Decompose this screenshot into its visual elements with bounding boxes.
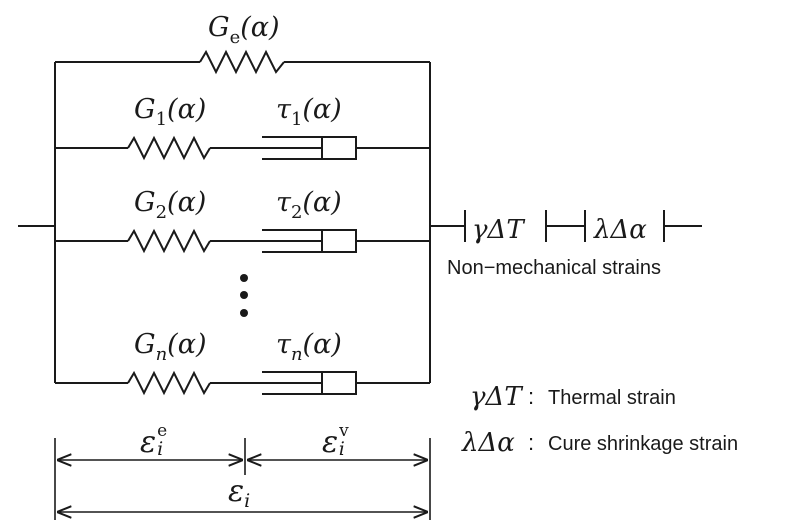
- maxwell-branch-n: Gn(α) τn(α): [55, 329, 430, 396]
- label-taun: τn(α): [276, 329, 342, 365]
- model-frame: [18, 62, 465, 383]
- label-g2: G2(α): [134, 187, 206, 223]
- term-cure: λΔα: [593, 215, 647, 245]
- legend: γΔT : Thermal strain λΔα : Cure shrinkag…: [461, 382, 738, 458]
- svg-text::: :: [528, 430, 534, 455]
- non-mechanical-label: Non−mechanical strains: [447, 257, 661, 279]
- svg-text:Cure shrinkage strain: Cure shrinkage strain: [548, 433, 738, 455]
- legend-item-thermal: γΔT : Thermal strain: [470, 382, 676, 412]
- label-tau1: τ1(α): [276, 94, 342, 130]
- maxwell-branch-1: G1(α) τ1(α): [55, 94, 430, 161]
- label-total-strain: εi: [228, 474, 250, 512]
- label-tau2: τ2(α): [276, 187, 342, 223]
- svg-text:λΔα: λΔα: [461, 428, 515, 458]
- maxwell-branch-2: G2(α) τ2(α): [55, 187, 430, 254]
- ellipsis-dots: [240, 274, 248, 317]
- non-mechanical-strains: γΔT λΔα Non−mechanical strains: [447, 210, 702, 279]
- dashpot-tau1: [262, 136, 357, 160]
- term-thermal: γΔT: [472, 215, 525, 245]
- svg-text::: :: [528, 384, 534, 409]
- label-g1: G1(α): [134, 94, 206, 130]
- spring-g1: [127, 135, 211, 161]
- legend-item-cure: λΔα : Cure shrinkage strain: [461, 428, 738, 458]
- spring-gn: [127, 370, 211, 396]
- label-gn: Gn(α): [134, 329, 206, 365]
- spring-g2: [127, 228, 211, 254]
- dashpot-taun: [262, 371, 357, 395]
- svg-text:γΔT: γΔT: [470, 382, 523, 412]
- spring-ge: [199, 49, 285, 75]
- label-ge: Ge(α): [208, 12, 280, 48]
- equilibrium-branch: Ge(α): [55, 12, 430, 75]
- svg-text:Thermal strain: Thermal strain: [548, 387, 676, 409]
